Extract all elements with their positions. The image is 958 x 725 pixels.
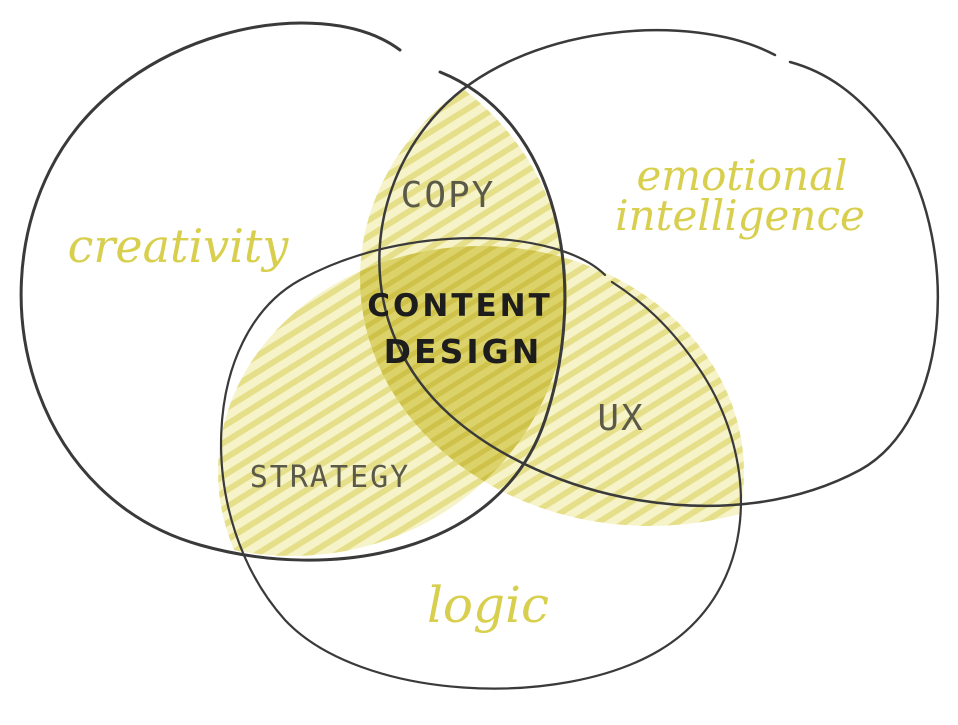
label-content: CONTENT	[367, 288, 552, 324]
emotional-intelligence-circle	[378, 28, 940, 508]
label-strategy: STRATEGY	[250, 460, 411, 495]
logic-circle	[219, 237, 742, 690]
label-logic: logic	[427, 576, 549, 634]
label-intelligence: intelligence	[615, 191, 865, 240]
overlap-center-fill	[360, 246, 567, 526]
label-ux: UX	[597, 398, 644, 439]
circle-outlines	[19, 21, 940, 690]
label-creativity: creativity	[68, 219, 290, 273]
creativity-circle	[19, 21, 567, 562]
label-emotional: emotional	[636, 151, 847, 200]
label-copy: COPY	[401, 175, 496, 216]
overlap-fills	[218, 32, 744, 556]
label-design: DESIGN	[384, 332, 543, 371]
